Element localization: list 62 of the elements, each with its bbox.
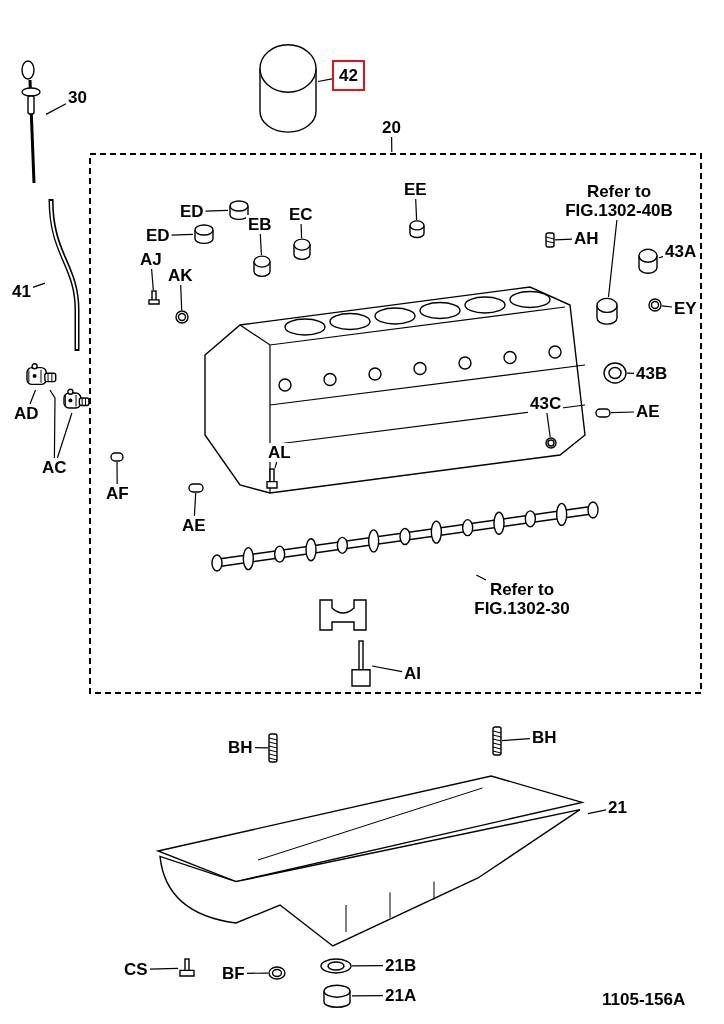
leader-line xyxy=(49,389,56,459)
stud-drawing xyxy=(268,733,278,763)
washer-drawing xyxy=(320,958,352,974)
pin-drawing xyxy=(110,452,124,462)
pin-drawing xyxy=(188,483,204,493)
leader-line xyxy=(254,747,269,749)
bolt-drawing xyxy=(178,958,196,978)
bolt-drawing xyxy=(147,290,161,306)
leader-line xyxy=(116,461,118,485)
leader-line xyxy=(610,411,635,414)
leader-line xyxy=(351,995,384,997)
leader-line xyxy=(193,492,197,517)
callout-number: 42 xyxy=(332,60,365,91)
leader-line xyxy=(149,967,179,970)
nut-drawing xyxy=(545,437,557,449)
bolt-drawing xyxy=(265,468,279,490)
leader-line xyxy=(475,574,487,581)
plug-drawing xyxy=(228,200,250,220)
leader-line xyxy=(351,965,384,967)
callout-number: 43C xyxy=(528,394,564,413)
leader-line xyxy=(246,972,269,974)
leader-line xyxy=(274,461,278,469)
plug-drawing xyxy=(637,248,659,274)
leader-line xyxy=(554,238,573,241)
plug-drawing xyxy=(322,984,352,1008)
leader-line xyxy=(371,665,403,673)
callout-number: AL xyxy=(266,443,293,462)
washer-drawing xyxy=(648,298,662,312)
leader-line xyxy=(607,219,618,298)
leader-line xyxy=(45,103,67,115)
leader-line xyxy=(626,372,635,374)
leader-line xyxy=(391,136,393,153)
leader-line xyxy=(151,268,154,291)
leader-line xyxy=(661,305,673,308)
leader-line xyxy=(171,233,194,236)
plug-drawing xyxy=(193,224,215,244)
leader-line xyxy=(658,256,664,259)
plug-drawing xyxy=(292,238,312,260)
leader-line xyxy=(317,78,333,83)
pin-drawing xyxy=(595,408,611,418)
leader-line xyxy=(587,809,607,815)
plug-drawing xyxy=(408,220,426,238)
nut-drawing xyxy=(268,966,286,980)
nut-drawing xyxy=(175,310,189,324)
leader-line xyxy=(259,233,262,256)
plug-drawing xyxy=(595,297,619,325)
leader-line xyxy=(56,412,73,459)
leader-line xyxy=(205,209,229,212)
leader-line xyxy=(415,198,418,221)
plug-drawing xyxy=(252,255,272,277)
leader-line xyxy=(29,389,37,405)
leader-line xyxy=(180,284,183,311)
dashed-frame xyxy=(88,152,703,695)
callout-number: 30 xyxy=(66,88,89,107)
leader-line xyxy=(32,282,46,288)
leader-line xyxy=(501,738,531,742)
bolt-drawing xyxy=(350,640,372,688)
leader-line xyxy=(300,223,303,239)
seal-drawing xyxy=(603,362,627,384)
stud-drawing xyxy=(492,726,502,756)
pin-drawing xyxy=(545,232,555,248)
leader-line xyxy=(546,412,551,438)
